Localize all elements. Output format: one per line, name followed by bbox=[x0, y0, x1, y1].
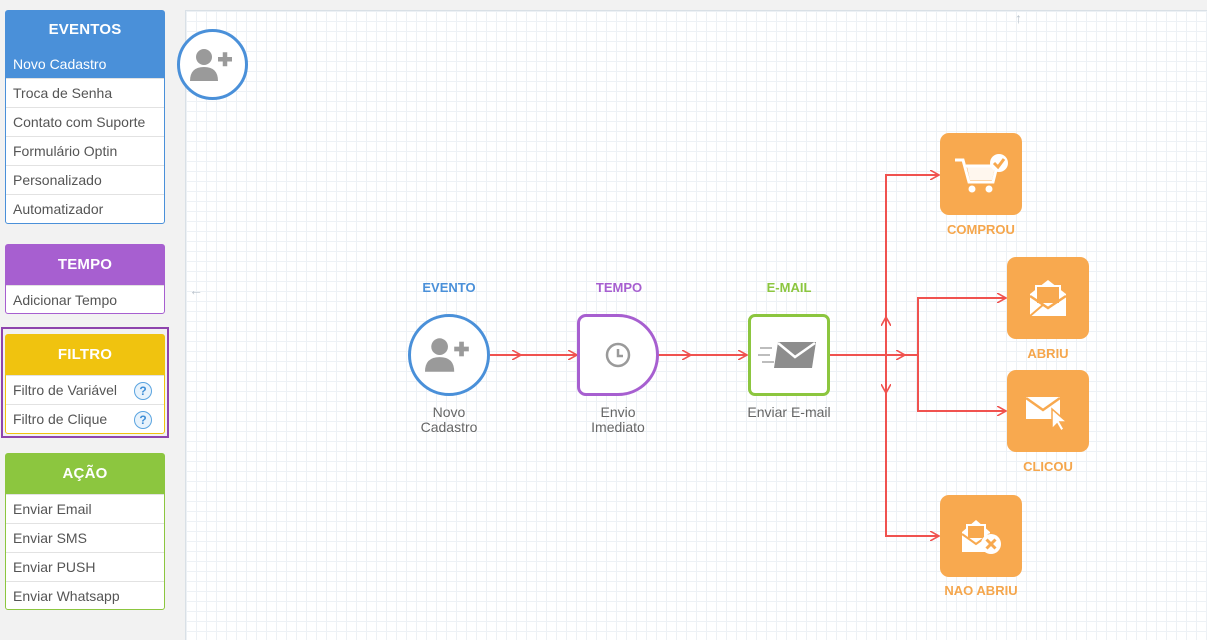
envelope-x-icon bbox=[961, 520, 1001, 554]
help-icon[interactable]: ? bbox=[134, 382, 152, 400]
email-node-name: Enviar E-mail bbox=[747, 404, 831, 420]
nao-abriu-label: NAO ABRIU bbox=[944, 583, 1018, 598]
sidebar-item-formulario-optin[interactable]: Formulário Optin bbox=[6, 136, 164, 165]
clicou-label: CLICOU bbox=[1023, 459, 1073, 474]
abriu-label: ABRIU bbox=[1027, 346, 1069, 361]
user-plus-icon bbox=[425, 338, 469, 372]
sidebar-item-label: Filtro de Variável bbox=[13, 382, 118, 398]
filtro-panel: FILTRO Filtro de Variável ? Filtro de Cl… bbox=[5, 334, 165, 434]
clicou-node[interactable] bbox=[1007, 370, 1089, 452]
envelope-click-icon bbox=[1025, 396, 1070, 431]
eventos-header: EVENTOS bbox=[6, 11, 164, 49]
tempo-node-label: TEMPO bbox=[595, 280, 643, 295]
tempo-node-name: Envio Imediato bbox=[591, 404, 645, 435]
send-mail-icon bbox=[758, 341, 816, 368]
open-envelope-icon bbox=[1029, 280, 1067, 317]
help-icon[interactable]: ? bbox=[134, 411, 152, 429]
email-node-label: E-MAIL bbox=[766, 280, 812, 295]
sidebar-item-filtro-de-variavel[interactable]: Filtro de Variável ? bbox=[6, 375, 164, 404]
tempo-panel: TEMPO Adicionar Tempo bbox=[5, 244, 165, 314]
evento-node-label: EVENTO bbox=[422, 280, 476, 295]
sidebar-item-adicionar-tempo[interactable]: Adicionar Tempo bbox=[6, 285, 164, 314]
sidebar-item-label: Filtro de Clique bbox=[13, 411, 108, 427]
sidebar-item-personalizado[interactable]: Personalizado bbox=[6, 165, 164, 194]
sidebar-item-enviar-sms[interactable]: Enviar SMS bbox=[6, 523, 164, 552]
scroll-up-arrow-icon[interactable]: ↑ bbox=[1015, 10, 1022, 26]
sidebar-item-filtro-de-clique[interactable]: Filtro de Clique ? bbox=[6, 404, 164, 433]
drag-preview-user-plus[interactable] bbox=[177, 29, 248, 100]
sidebar-item-troca-de-senha[interactable]: Troca de Senha bbox=[6, 78, 164, 107]
abriu-node[interactable] bbox=[1007, 257, 1089, 339]
acao-panel: AÇÃO Enviar Email Enviar SMS Enviar PUSH… bbox=[5, 453, 165, 610]
filtro-header: FILTRO bbox=[6, 335, 164, 375]
comprou-node[interactable] bbox=[940, 133, 1022, 215]
nao-abriu-node[interactable] bbox=[940, 495, 1022, 577]
eventos-panel: EVENTOS Novo Cadastro Troca de Senha Con… bbox=[5, 10, 165, 224]
sidebar-item-enviar-email[interactable]: Enviar Email bbox=[6, 494, 164, 523]
sidebar-item-automatizador[interactable]: Automatizador bbox=[6, 194, 164, 223]
sidebar-item-enviar-whatsapp[interactable]: Enviar Whatsapp bbox=[6, 581, 164, 610]
tempo-node[interactable] bbox=[577, 314, 659, 396]
sidebar-item-enviar-push[interactable]: Enviar PUSH bbox=[6, 552, 164, 581]
evento-node[interactable] bbox=[408, 314, 490, 396]
email-node[interactable] bbox=[748, 314, 830, 396]
user-plus-icon bbox=[189, 48, 232, 81]
sidebar-item-contato-com-suporte[interactable]: Contato com Suporte bbox=[6, 107, 164, 136]
scroll-left-arrow-icon[interactable]: ← bbox=[189, 282, 203, 298]
clock-icon bbox=[605, 342, 631, 368]
tempo-header: TEMPO bbox=[6, 245, 164, 285]
evento-node-name: Novo Cadastro bbox=[420, 404, 478, 435]
cart-check-icon bbox=[955, 154, 1008, 193]
acao-header: AÇÃO bbox=[6, 454, 164, 494]
sidebar-item-novo-cadastro[interactable]: Novo Cadastro bbox=[6, 49, 164, 78]
comprou-label: COMPROU bbox=[947, 222, 1015, 237]
filtro-panel-highlight bbox=[1, 327, 169, 438]
